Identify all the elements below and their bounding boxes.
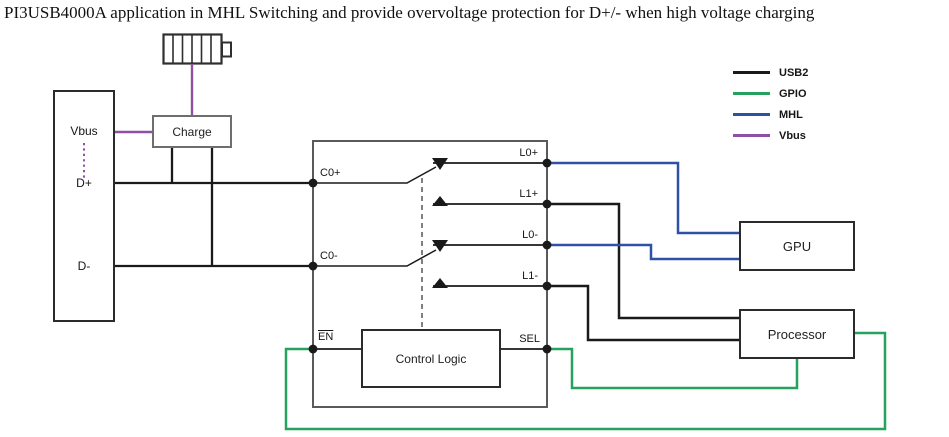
charge-label: Charge	[172, 124, 212, 139]
legend-label-vbus: Vbus	[779, 129, 806, 142]
pin-label-c0plus: C0+	[320, 167, 341, 179]
pin-label-l0minus: L0-	[522, 229, 538, 241]
wire-l1minus-to-processor	[547, 284, 739, 342]
legend-swatch-gpio	[733, 92, 770, 95]
pin-label-dminus: D-	[77, 259, 91, 273]
pin-label-c0minus: C0-	[320, 250, 338, 262]
wire-l1plus-to-processor	[547, 202, 739, 320]
legend-label-mhl: MHL	[779, 108, 803, 121]
legend-swatch-usb2	[733, 71, 770, 74]
legend-item-vbus: Vbus	[733, 125, 808, 146]
pin-label-vbus: Vbus	[70, 124, 98, 138]
wire-l0minus-to-gpu	[547, 243, 739, 261]
legend-item-gpio: GPIO	[733, 83, 808, 104]
gpu-label: GPU	[782, 238, 812, 254]
legend-item-mhl: MHL	[733, 104, 808, 125]
control-logic-label: Control Logic	[395, 351, 467, 366]
gpu-box: GPU	[739, 221, 855, 271]
pin-label-sel: SEL	[519, 333, 540, 345]
wire-l0plus-to-gpu	[547, 161, 739, 235]
legend-swatch-vbus	[733, 134, 770, 137]
pin-label-l1plus: L1+	[519, 188, 538, 200]
legend-label-usb2: USB2	[779, 66, 809, 79]
diagram-title: PI3USB4000A application in MHL Switching…	[4, 3, 815, 22]
battery-icon	[162, 33, 232, 65]
legend-swatch-mhl	[733, 113, 770, 116]
device-box	[53, 90, 115, 322]
legend-item-usb2: USB2	[733, 62, 808, 83]
legend: USB2 GPIO MHL Vbus	[733, 62, 808, 146]
processor-box: Processor	[739, 309, 855, 359]
control-logic-box: Control Logic	[361, 329, 501, 388]
pin-label-en: EN	[318, 331, 334, 343]
pin-label-l0plus: L0+	[519, 147, 538, 159]
legend-label-gpio: GPIO	[779, 87, 807, 100]
charge-box: Charge	[152, 115, 232, 148]
processor-label: Processor	[767, 326, 827, 342]
pin-label-dplus: D+	[76, 176, 92, 190]
pin-label-l1minus: L1-	[522, 270, 538, 282]
